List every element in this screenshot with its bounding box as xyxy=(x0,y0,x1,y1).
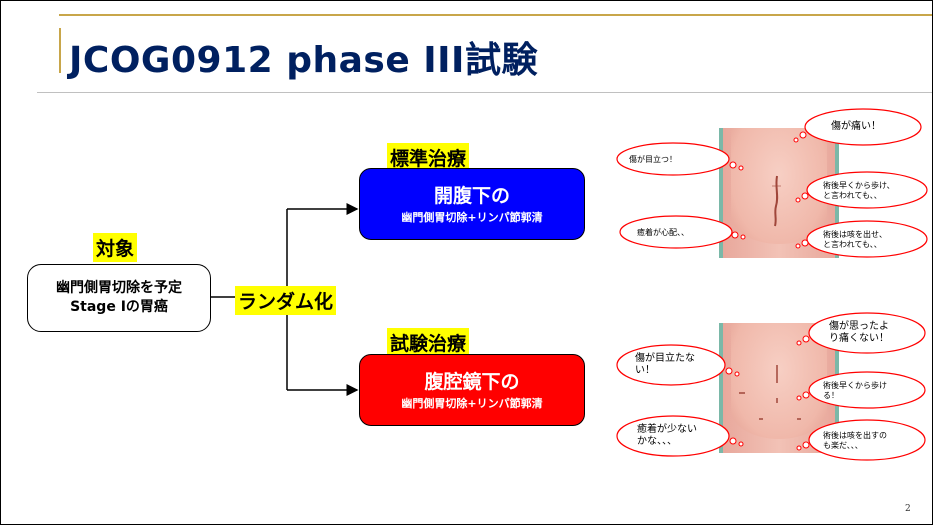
bubble-bottom-2 xyxy=(808,312,926,354)
bubble-top-3 xyxy=(806,171,928,209)
standard-main: 開腹下の xyxy=(433,184,510,207)
title-frame-top xyxy=(59,14,932,16)
bubble-bottom-3-text: 術後早くから歩け る！ xyxy=(823,381,887,400)
bubble-bottom-5 xyxy=(808,419,926,461)
bubble-bottom-1-text: 傷が目立たな い！ xyxy=(635,353,695,376)
bubble-bottom-3 xyxy=(808,371,926,409)
target-line-2: Stage Iの胃癌 xyxy=(70,299,168,315)
bubble-top-1-text: 傷が目立つ！ xyxy=(629,155,677,164)
trial-sub: 幽門側胃切除+リンパ節郭清 xyxy=(401,396,543,410)
trial-label: 試験治療 xyxy=(387,328,470,357)
bubble-top-4-text: 癒着が心配、、 xyxy=(637,228,689,237)
standard-label: 標準治療 xyxy=(387,143,470,172)
bubble-bottom-4 xyxy=(616,415,730,457)
bubble-bottom-5-text: 術後は咳を出すの も楽だ、、、 xyxy=(823,431,887,450)
title-frame-left xyxy=(59,28,61,73)
bubble-top-4 xyxy=(619,215,733,249)
standard-sub: 幽門側胃切除+リンパ節郭清 xyxy=(401,210,543,224)
target-label: 対象 xyxy=(93,233,138,262)
slide-title: JCOG0912 phase III試験 xyxy=(69,40,538,81)
bubble-top-5-text: 術後は咳を出せ、 と言われても、、 xyxy=(823,230,887,249)
standard-treatment-box: 開腹下の 幽門側胃切除+リンパ節郭清 xyxy=(359,168,585,240)
title-underline xyxy=(37,92,932,93)
bubble-top-1 xyxy=(616,142,730,176)
trial-treatment-box: 腹腔鏡下の 幽門側胃切除+リンパ節郭清 xyxy=(359,354,585,426)
bubble-top-5 xyxy=(806,220,928,258)
bubble-bottom-1 xyxy=(616,344,726,386)
bubble-top-2 xyxy=(804,108,922,146)
target-line-1: 幽門側胃切除を予定 xyxy=(56,280,182,296)
bubble-bottom-4-text: 癒着が少ない かな、、、 xyxy=(637,424,697,447)
bubble-top-2-text: 傷が痛い！ xyxy=(831,121,881,132)
bubble-bottom-2-text: 傷が思ったよ り痛くない！ xyxy=(829,321,889,344)
target-box: 幽門側胃切除を予定 Stage Iの胃癌 xyxy=(27,264,211,332)
bubble-top-3-text: 術後早くから歩け、 と言われても、、 xyxy=(823,181,895,200)
page-number: 2 xyxy=(905,504,911,514)
trial-main: 腹腔鏡下の xyxy=(424,370,520,393)
randomize-label: ランダム化 xyxy=(235,286,337,315)
